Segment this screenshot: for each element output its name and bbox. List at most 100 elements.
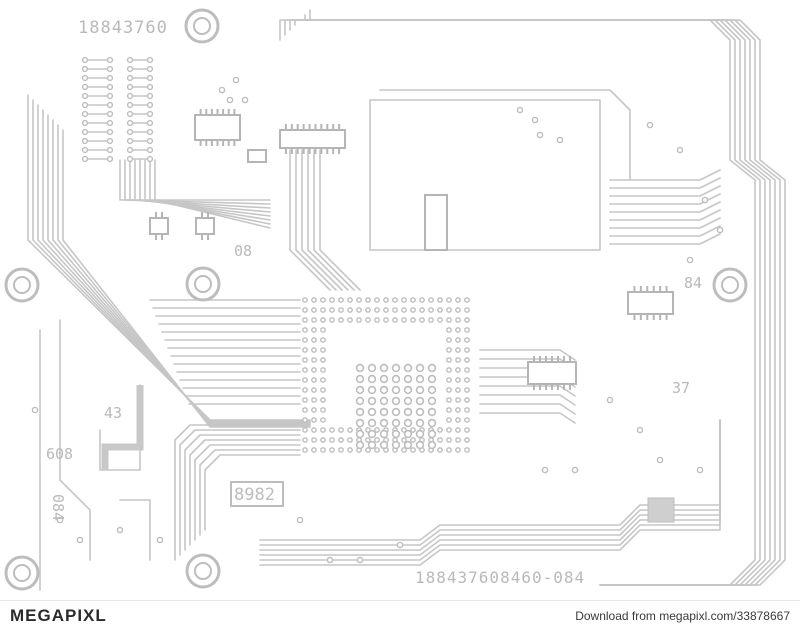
pad	[410, 317, 416, 323]
pad	[516, 106, 524, 114]
pad	[446, 297, 452, 303]
ic-chip	[424, 194, 448, 251]
display-digits: 8982	[234, 485, 275, 505]
bga-ball	[403, 374, 413, 384]
pad	[446, 307, 452, 313]
pad	[464, 337, 470, 343]
pad	[374, 447, 380, 453]
pad	[437, 317, 443, 323]
trace	[57, 124, 311, 427]
bga-ball	[379, 440, 389, 450]
pad	[356, 317, 362, 323]
top-serial-label: 18843760	[78, 18, 168, 38]
pad	[410, 307, 416, 313]
bga-ball	[415, 374, 425, 384]
pad	[383, 297, 389, 303]
pad	[701, 196, 709, 204]
pad	[464, 347, 470, 353]
bga-ball	[403, 385, 413, 395]
ic-chip	[279, 124, 346, 154]
bga-ball	[379, 396, 389, 406]
pad	[365, 437, 371, 443]
pad	[302, 397, 308, 403]
ic-chip	[194, 109, 241, 146]
bga-ball	[427, 396, 437, 406]
bga-ball	[427, 385, 437, 395]
pad	[383, 317, 389, 323]
trace	[154, 159, 271, 229]
trace	[479, 403, 576, 415]
power-trace	[101, 385, 144, 470]
ic-chip	[195, 212, 215, 240]
pad	[455, 307, 461, 313]
bga-ball	[355, 429, 365, 439]
pad	[329, 427, 335, 433]
bga-ball	[427, 429, 437, 439]
pad	[106, 155, 114, 163]
trace	[609, 185, 721, 197]
bga-ball	[415, 418, 425, 428]
ground-pad	[647, 497, 675, 523]
pad	[437, 297, 443, 303]
bga-ball	[403, 407, 413, 417]
pad	[311, 437, 317, 443]
pad	[446, 427, 452, 433]
pad	[126, 92, 134, 100]
pad	[146, 119, 154, 127]
pad	[401, 317, 407, 323]
pad	[81, 56, 89, 64]
pad	[446, 337, 452, 343]
bga-ball	[391, 418, 401, 428]
pad	[428, 307, 434, 313]
pad	[419, 317, 425, 323]
pad	[81, 155, 89, 163]
bga-ball	[403, 429, 413, 439]
trace	[174, 424, 301, 561]
pad	[455, 387, 461, 393]
pad	[226, 96, 234, 104]
mounting-hole	[712, 267, 748, 303]
bga-ball	[355, 385, 365, 395]
pad	[338, 297, 344, 303]
pad	[320, 437, 326, 443]
pad	[146, 128, 154, 136]
bga-ball	[427, 418, 437, 428]
pad	[401, 447, 407, 453]
pad	[302, 317, 308, 323]
pad	[302, 357, 308, 363]
pad	[455, 377, 461, 383]
pad	[106, 110, 114, 118]
pad	[106, 101, 114, 109]
circuit-traces	[27, 9, 786, 591]
pad	[302, 327, 308, 333]
trace	[259, 419, 721, 546]
pad	[401, 307, 407, 313]
pad	[356, 556, 364, 564]
bga-ball	[367, 385, 377, 395]
pad	[146, 146, 154, 154]
pad	[126, 137, 134, 145]
pad	[338, 317, 344, 323]
pad	[311, 307, 317, 313]
pad	[320, 307, 326, 313]
pad	[347, 317, 353, 323]
pad	[302, 387, 308, 393]
pad	[320, 297, 326, 303]
trace	[134, 159, 271, 213]
pad	[446, 447, 452, 453]
bga-ball	[379, 429, 389, 439]
bga-ball	[355, 374, 365, 384]
pad	[146, 74, 154, 82]
bga-ball	[415, 363, 425, 373]
bottom-serial-label: 188437608460-084	[415, 568, 585, 587]
pad	[446, 407, 452, 413]
pad	[81, 92, 89, 100]
bga-ball	[403, 363, 413, 373]
pad	[320, 407, 326, 413]
pad	[347, 437, 353, 443]
pad	[232, 76, 240, 84]
pad	[329, 307, 335, 313]
pad	[646, 121, 654, 129]
pad	[365, 317, 371, 323]
bga-ball	[403, 418, 413, 428]
